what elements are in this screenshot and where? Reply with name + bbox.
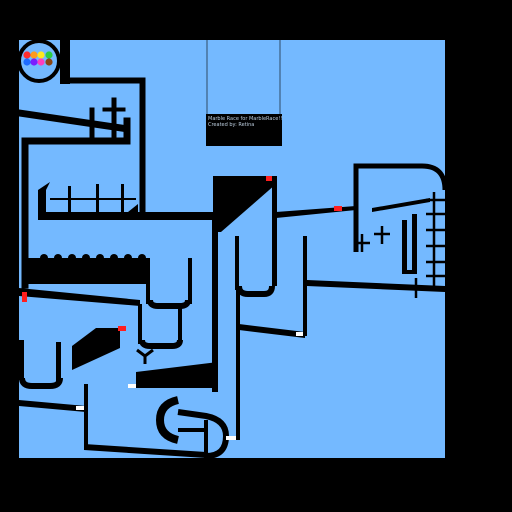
marble [37, 51, 45, 59]
title-card: Marble Race for MarbleRace!! Created by:… [206, 114, 282, 146]
start-pen [17, 39, 70, 84]
title-strings [206, 40, 281, 114]
marble [23, 58, 31, 66]
title-line-1: Marble Race for MarbleRace!! [208, 116, 283, 122]
marble [45, 51, 53, 59]
bottom-left-path [19, 384, 236, 459]
marble [37, 58, 45, 66]
bead-bar [28, 212, 218, 392]
marble [30, 51, 38, 59]
upper-chute [18, 77, 146, 289]
peg-shelf [38, 182, 216, 220]
playfield [19, 40, 445, 458]
middle-slope [19, 288, 183, 349]
title-line-2: Created by: Retina [208, 122, 255, 128]
right-chamber [276, 163, 448, 298]
marble [45, 58, 53, 66]
marble-group [23, 51, 53, 66]
marble [30, 58, 38, 66]
lower-left-cups [19, 326, 218, 389]
central-ramp [213, 176, 307, 440]
marble [23, 51, 31, 59]
